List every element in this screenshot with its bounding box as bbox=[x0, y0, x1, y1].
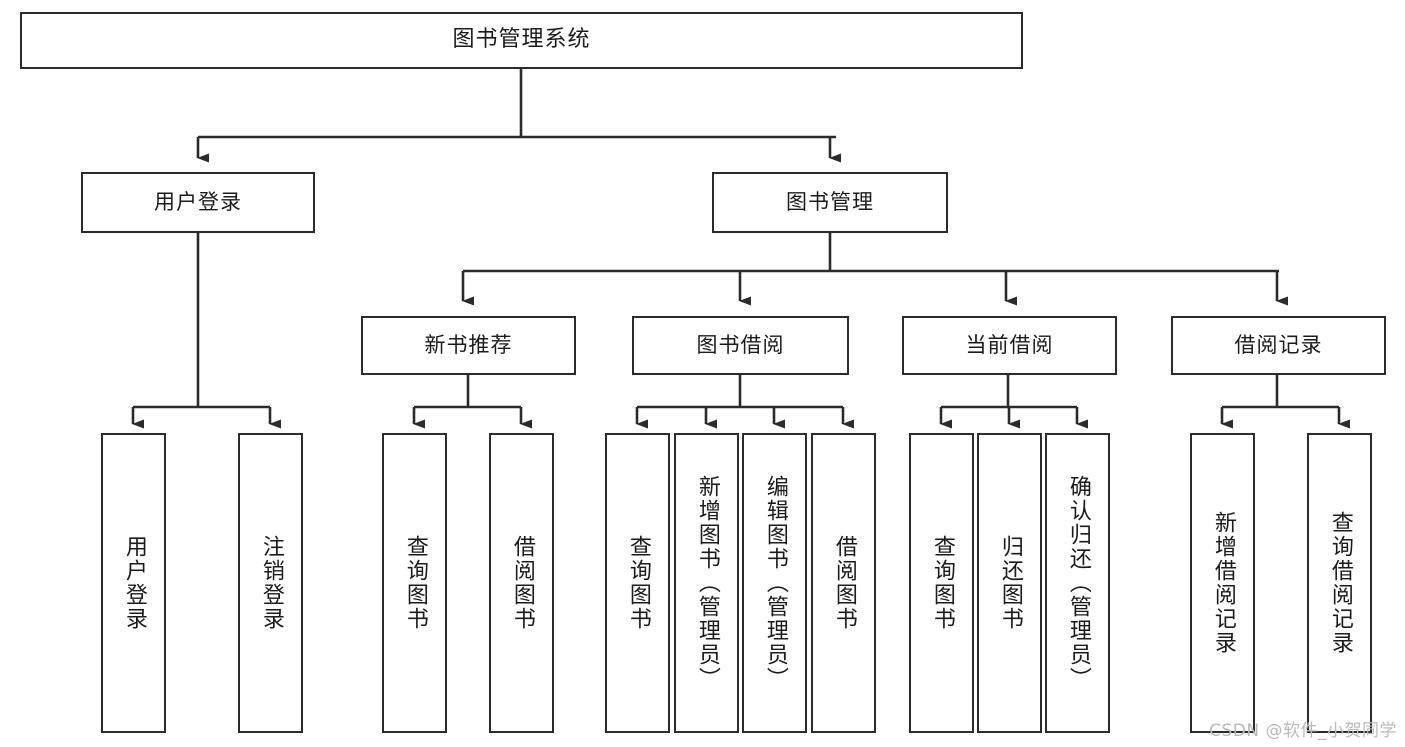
leaf-current-borrow-query[interactable]: 查询图书 bbox=[909, 433, 974, 733]
node-root-system[interactable]: 图书管理系统 bbox=[20, 12, 1023, 69]
leaf-new-book-borrow[interactable]: 借阅图书 bbox=[489, 433, 554, 733]
node-label: 新书推荐 bbox=[424, 332, 513, 357]
node-label: 注销登录 bbox=[258, 535, 284, 631]
node-label: 查询图书 bbox=[402, 535, 428, 631]
leaf-current-borrow-return[interactable]: 归还图书 bbox=[977, 433, 1042, 733]
node-label: 借阅记录 bbox=[1234, 332, 1323, 357]
watermark-text: CSDN @软件_小贺同学 bbox=[1209, 721, 1397, 741]
node-label: 新增借阅记录 bbox=[1210, 511, 1236, 655]
node-user-login[interactable]: 用户登录 bbox=[81, 172, 315, 233]
node-label: 编辑图书（管理员） bbox=[762, 475, 788, 691]
node-label: 图书管理系统 bbox=[452, 27, 591, 53]
leaf-current-borrow-confirm[interactable]: 确认归还（管理员） bbox=[1045, 433, 1110, 733]
leaf-new-book-query[interactable]: 查询图书 bbox=[382, 433, 447, 733]
node-label: 查询图书 bbox=[929, 535, 955, 631]
node-label: 确认归还（管理员） bbox=[1065, 475, 1091, 691]
leaf-book-borrow-borrow[interactable]: 借阅图书 bbox=[811, 433, 876, 733]
node-label: 当前借阅 bbox=[965, 332, 1054, 357]
node-label: 借阅图书 bbox=[831, 535, 857, 631]
node-book-borrow[interactable]: 图书借阅 bbox=[632, 316, 849, 375]
leaf-book-borrow-query[interactable]: 查询图书 bbox=[605, 433, 670, 733]
node-label: 图书管理 bbox=[786, 189, 874, 214]
node-label: 查询图书 bbox=[625, 535, 651, 631]
node-label: 新增图书（管理员） bbox=[694, 475, 720, 691]
leaf-user-login-login[interactable]: 用户登录 bbox=[101, 433, 166, 733]
node-new-book-recommend[interactable]: 新书推荐 bbox=[361, 316, 576, 375]
node-label: 用户登录 bbox=[121, 535, 147, 631]
node-label: 归还图书 bbox=[997, 535, 1023, 631]
node-book-management[interactable]: 图书管理 bbox=[712, 172, 948, 233]
leaf-book-borrow-add[interactable]: 新增图书（管理员） bbox=[674, 433, 739, 733]
node-current-borrow[interactable]: 当前借阅 bbox=[902, 316, 1117, 375]
node-label: 图书借阅 bbox=[696, 332, 785, 357]
node-label: 查询借阅记录 bbox=[1327, 511, 1353, 655]
leaf-borrow-record-query[interactable]: 查询借阅记录 bbox=[1307, 433, 1372, 733]
node-borrow-record[interactable]: 借阅记录 bbox=[1171, 316, 1386, 375]
leaf-borrow-record-add[interactable]: 新增借阅记录 bbox=[1190, 433, 1255, 733]
node-label: 借阅图书 bbox=[509, 535, 535, 631]
leaf-book-borrow-edit[interactable]: 编辑图书（管理员） bbox=[742, 433, 807, 733]
node-label: 用户登录 bbox=[154, 189, 242, 214]
leaf-user-login-logout[interactable]: 注销登录 bbox=[238, 433, 303, 733]
